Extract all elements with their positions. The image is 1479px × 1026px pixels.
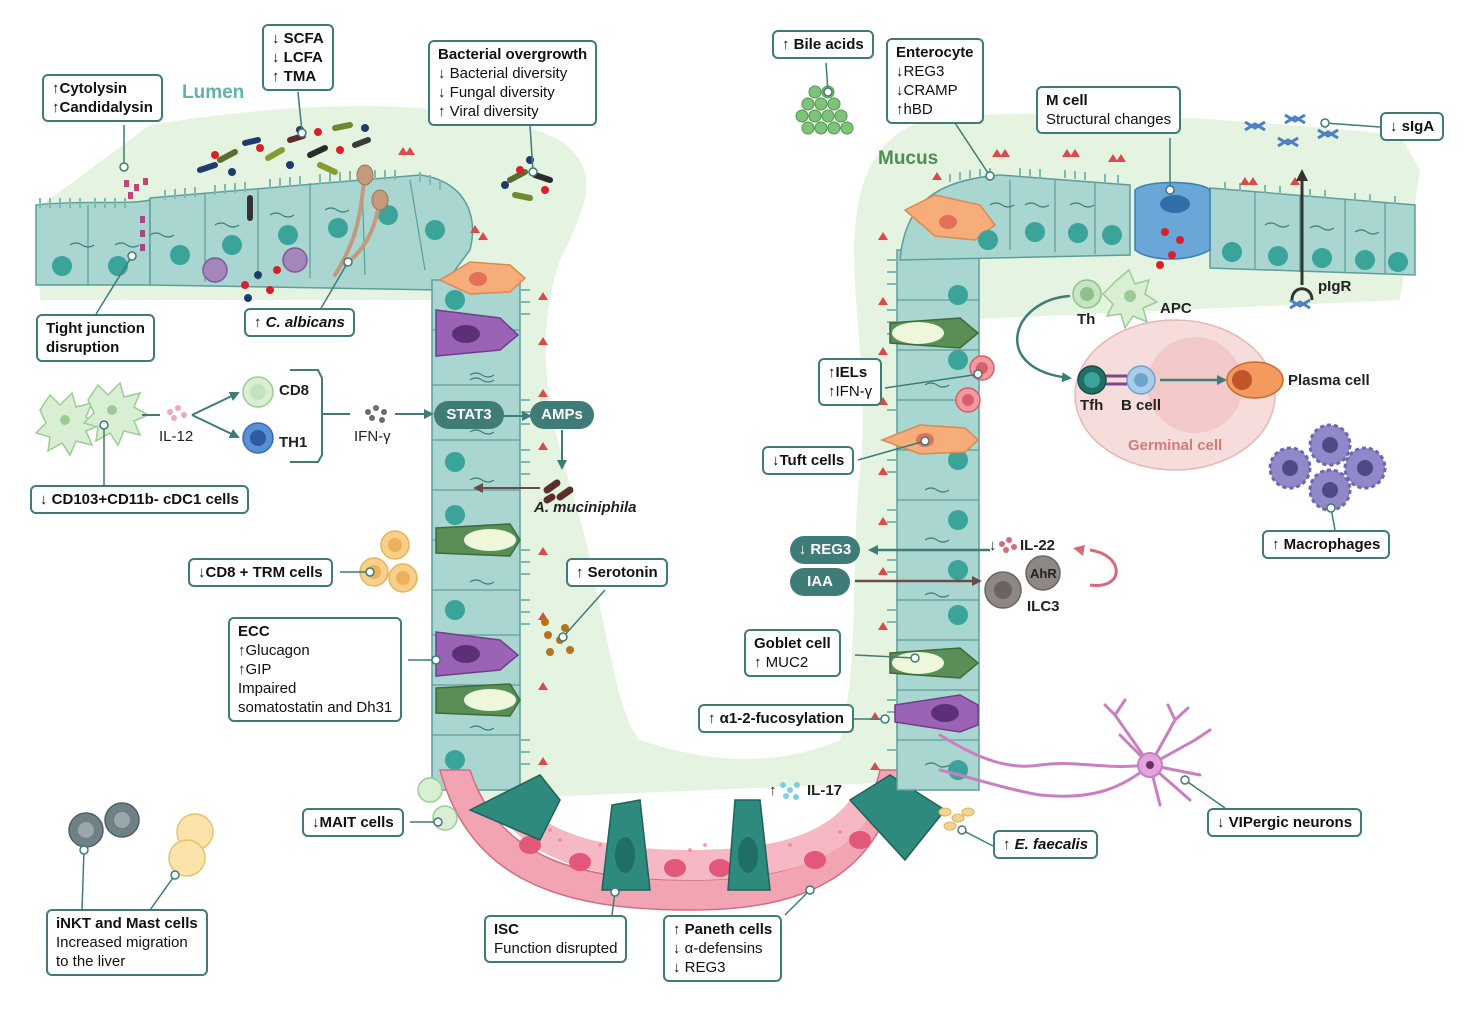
cd8-trm-cells <box>359 530 418 593</box>
mast-cells <box>168 813 214 877</box>
il12-to-cd8-arrow <box>191 391 240 416</box>
pigr-receptor <box>1290 287 1314 301</box>
immune-cell-purple-2 <box>282 247 308 273</box>
cytolysin-label: ↑Cytolysin↑Candidalysin <box>42 74 163 122</box>
tuft-cells-label: ↓Tuft cells <box>762 446 855 475</box>
th1-text: TH1 <box>279 434 308 451</box>
mait-cell-1 <box>417 777 443 803</box>
ilc3-text: ILC3 <box>1027 598 1060 615</box>
il22-particles <box>999 537 1017 553</box>
lumen-label: Lumen <box>182 82 245 103</box>
il17-up-arrow: ↑ <box>769 782 777 799</box>
siga-antibodies <box>1244 113 1339 310</box>
il17-text: IL-17 <box>807 782 843 799</box>
right-crypt-wall <box>879 249 980 791</box>
apc-text: APC <box>1160 300 1192 317</box>
germinal-label: Germinal cell <box>1128 437 1223 454</box>
serotonin-particles <box>541 618 574 656</box>
amuciniphila-text: A. muciniphila <box>534 499 637 516</box>
candida-yeast <box>356 164 389 211</box>
tfh-text: Tfh <box>1080 397 1104 414</box>
vipergic-neuron <box>938 698 1212 807</box>
bcell-text: B cell <box>1121 397 1162 414</box>
il12-text: IL-12 <box>159 428 194 445</box>
plasma-cell-text: Plasma cell <box>1288 372 1370 389</box>
ahr-receptor <box>1025 555 1061 591</box>
macrophages-label: ↑ Macrophages <box>1262 530 1391 559</box>
isc-cell-1 <box>468 774 561 841</box>
efaecalis-label: ↑ E. faecalis <box>993 830 1099 859</box>
inkt-cells <box>68 802 140 848</box>
cd8-text: CD8 <box>279 382 310 399</box>
paneth-label: ↑ Paneth cells ↓ α-defensins↓ REG3 <box>663 915 783 982</box>
efaecalis-bacteria <box>938 807 975 831</box>
stat3-pill: STAT3 <box>434 401 504 429</box>
crypt-base <box>439 769 947 911</box>
right-villus-epithelium <box>69 168 1416 276</box>
ahr-feedback-arrow <box>1089 548 1118 587</box>
il12-particles <box>167 405 187 421</box>
calbicans-label: ↑ C. albicans <box>244 308 355 337</box>
fucosylation-label: ↑ α1-2-fucosylation <box>698 704 854 733</box>
bacterial-overgrowth-label: Bacterial overgrowth ↓ Bacterial diversi… <box>428 40 598 126</box>
left-villus-epithelium <box>35 170 474 291</box>
il12-to-th1-arrow <box>191 414 240 439</box>
left-crypt-wall <box>431 261 530 791</box>
reg3-pill: ↓ REG3 <box>790 536 860 564</box>
cd8-trm-label: ↓CD8 + TRM cells <box>188 558 333 587</box>
m-cell <box>1134 181 1211 260</box>
iels-label: ↑IELs↑IFN-γ <box>818 358 883 406</box>
vipergic-label: ↓ VIPergic neurons <box>1207 808 1363 837</box>
il22-text: IL-22 <box>1020 537 1056 554</box>
dendritic-cells <box>34 381 150 457</box>
m-cell-label: M cell Structural changes <box>1036 86 1182 134</box>
th-text: Th <box>1077 311 1096 328</box>
toxin-particles <box>124 178 148 251</box>
immune-cell-purple-1 <box>202 257 228 283</box>
isc-label: ISC Function disrupted <box>484 915 628 963</box>
lumen-bacteria <box>197 122 553 221</box>
pigr-text: pIgR <box>1318 278 1352 295</box>
ahr-text: AhR <box>1030 566 1057 581</box>
mait-label: ↓MAIT cells <box>302 808 404 837</box>
enterocyte-label: Enterocyte ↓REG3↓CRAMP↑hBD <box>886 38 984 124</box>
goblet-cell-label: Goblet cell ↑ MUC2 <box>744 629 841 677</box>
t-cell-bracket <box>290 369 323 463</box>
serotonin-label: ↑ Serotonin <box>566 558 668 587</box>
th-to-tfh-arrow <box>1015 294 1072 383</box>
ifng-particles <box>365 405 387 423</box>
il22-down-arrow: ↓ <box>989 537 997 554</box>
label-connectors <box>79 62 1381 916</box>
cd103-label: ↓ CD103+CD11b- cDC1 cells <box>30 485 249 514</box>
bile-acids-label: ↑ Bile acids <box>772 30 874 59</box>
scfa-label: ↓ SCFA↓ LCFA↑ TMA <box>262 24 334 91</box>
amps-pill: AMPs <box>530 401 594 429</box>
amuciniphila-bacteria <box>543 479 574 504</box>
il17-particles <box>780 782 800 800</box>
macrophage-cluster <box>1268 423 1387 512</box>
ifng-text: IFN-γ <box>354 428 391 445</box>
siga-label: ↓ sIgA <box>1380 112 1445 141</box>
iaa-pill: IAA <box>790 568 850 596</box>
mucus-label: Mucus <box>878 148 939 169</box>
